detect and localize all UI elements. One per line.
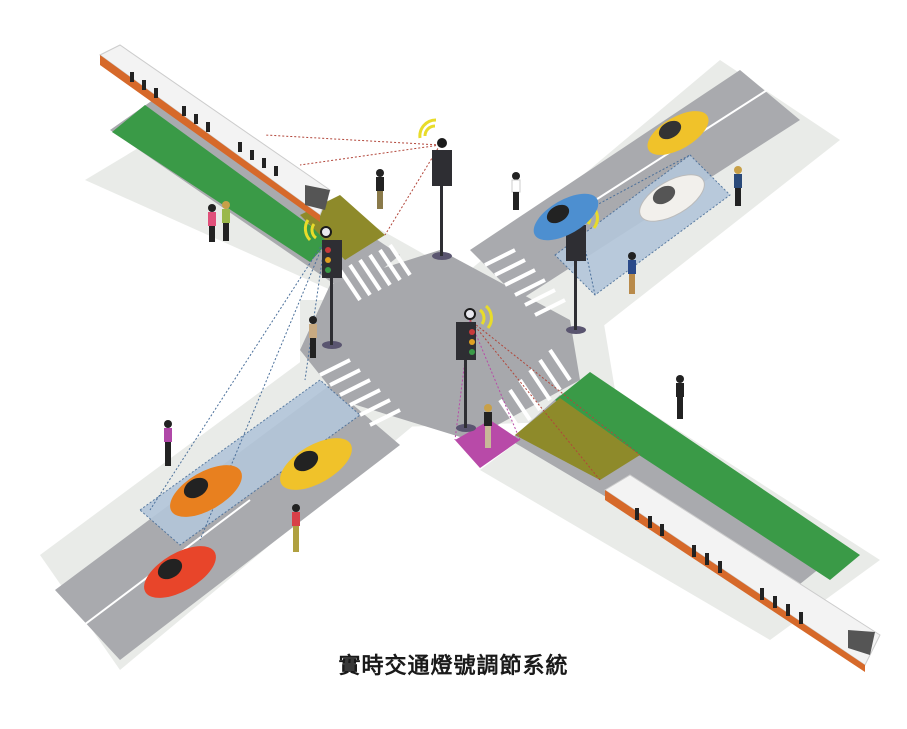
pedestrian: [164, 420, 172, 466]
pedestrian: [376, 169, 384, 209]
pedestrian: [676, 375, 684, 419]
wireless-signal-icon: [478, 304, 493, 329]
pedestrian: [484, 404, 492, 448]
crosswalk-south: [498, 348, 572, 432]
car-red-sw: [144, 546, 216, 598]
rail-tracks: [112, 105, 860, 580]
crosswalk-north: [338, 243, 412, 302]
wireless-signal-icon: [303, 219, 318, 242]
wireless-signal-icon: [418, 118, 437, 139]
car-yellow-sw: [280, 438, 352, 490]
traffic-light-north: [418, 118, 452, 260]
pedestrian: [734, 166, 742, 206]
rail-track-northwest: [112, 105, 330, 262]
diagram-caption: 實時交通燈號調節系統: [338, 654, 569, 679]
train-northwest: [99, 44, 331, 222]
traffic-light-west: [303, 219, 342, 349]
crosswalk-east: [484, 248, 566, 317]
cars: [144, 111, 709, 598]
crosswalks: [319, 243, 572, 432]
rail-detection-zone-se: [515, 398, 640, 480]
car-blue-ne: [533, 193, 599, 241]
car-orange-sw: [170, 465, 242, 517]
car-white-ne: [639, 174, 705, 222]
car-yellow-ne: [647, 111, 709, 155]
pedestrian: [511, 172, 521, 210]
train-southeast: [604, 474, 881, 672]
pedestrian: [292, 504, 300, 552]
pedestrian: [208, 204, 216, 242]
pedestrian: [628, 252, 636, 294]
pedestrian: [222, 201, 230, 241]
traffic-light-center: [456, 304, 493, 432]
crosswalk-west: [319, 358, 401, 427]
rail-track-southeast: [555, 372, 860, 580]
pedestrians: [164, 166, 742, 552]
sensor-lines: [149, 134, 691, 541]
pedestrian: [309, 316, 317, 358]
